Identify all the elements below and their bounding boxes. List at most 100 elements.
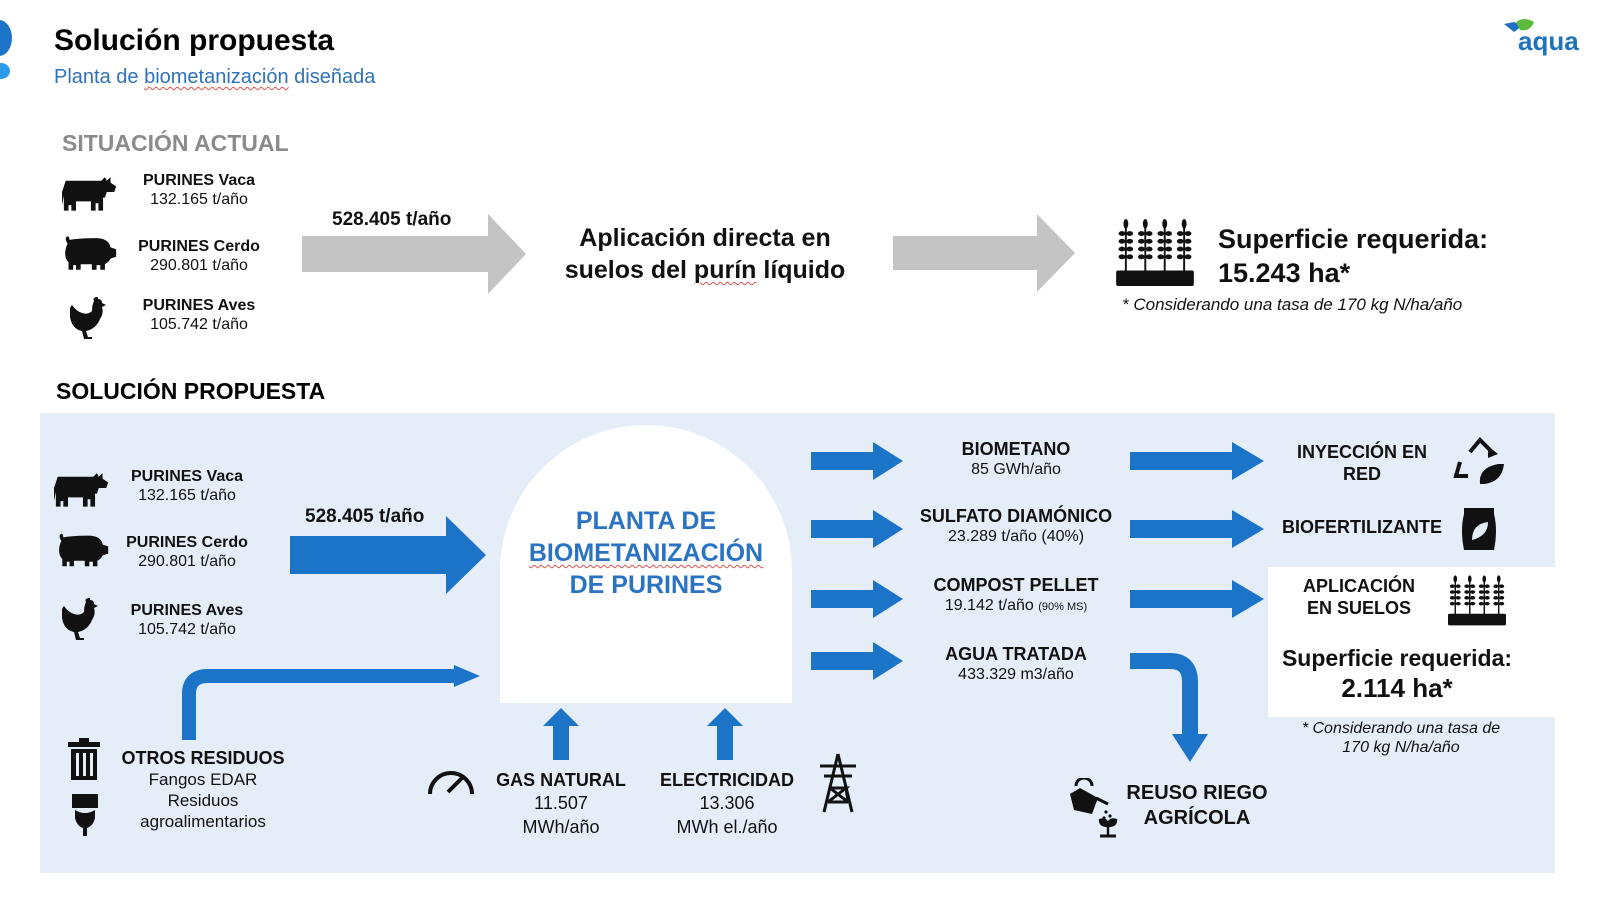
destination-text: APLICACIÓN [1303,576,1415,596]
process-text-part: suelos del [564,256,694,284]
subtitle-text: Planta de [54,66,145,88]
product-compost: COMPOST PELLET 19.142 t/año (90% MS) [900,575,1132,617]
product-note: (90% MS) [1038,601,1088,613]
destination-irrigation: REUSO RIEGO AGRÍCOLA [1112,781,1282,831]
toilet-icon [70,792,100,843]
gas-value: 11.507 [534,793,588,813]
logo-text: aqua [1518,26,1579,56]
total-flow-label: 528.405 t/año [332,209,452,230]
plant-title-line: DE PURINES [569,571,723,599]
brand-dot-small [0,63,10,79]
product-title: BIOMETANO [961,439,1071,459]
blue-arrow-main [290,516,486,599]
input-value: 105.742 t/año [138,621,236,638]
gauge-icon [426,764,476,803]
destination-soil: APLICACIÓN EN SUELOS [1280,575,1438,619]
plant-title-line: PLANTA DE [575,507,717,535]
blue-arrow-sulfate [811,510,903,553]
input-label: PURINES Cerdo [126,534,248,551]
blue-arrow-compost [811,580,903,623]
product-value: 19.142 t/año (90% MS) [944,597,1088,614]
current-result: Superficie requerida: 15.243 ha* [1218,222,1488,290]
trash-bin-icon [66,738,102,785]
plant-title: PLANTA DE BIOMETANIZACIÓN DE PURINES [500,505,792,601]
logo-icon [1502,18,1538,43]
power-tower-icon [816,752,860,819]
soil-application-box [1268,567,1555,717]
input-chicken: PURINES Aves 105.742 t/año [112,601,262,639]
input-label: PURINES Aves [130,602,244,619]
cow-icon [54,468,110,508]
input-label: PURINES Aves [142,297,256,314]
blue-arrow-water [811,642,903,685]
gas-input: GAS NATURAL 11.507 MWh/año [482,770,640,838]
footnote-line: * Considerando una tasa de [1301,720,1501,737]
product-title: COMPOST PELLET [933,575,1099,595]
input-label: PURINES Cerdo [138,238,260,255]
input-pig: PURINES Cerdo 290.801 t/año [124,237,274,275]
brand-dot-large [0,20,12,56]
result-label: Superficie requerida: [1218,224,1489,254]
other-waste-item: agroalimentarios [140,812,266,831]
total-flow-label: 528.405 t/año [305,506,425,527]
blue-arrow-gas [543,708,579,765]
pig-icon [56,532,110,568]
chicken-icon [62,598,102,642]
process-text: suelos del purín líquido [540,254,870,286]
result-value: 15.243 ha* [1218,258,1351,288]
blue-arrow-electricity [707,708,743,765]
product-value: 433.329 m3/año [958,666,1074,683]
gray-arrow [302,214,526,299]
section-heading-current: SITUACIÓN ACTUAL [62,130,289,156]
gas-unit: MWh/año [522,817,600,837]
product-value: 23.289 t/año (40%) [947,528,1085,545]
input-value: 132.165 t/año [138,487,236,504]
destination-text: AGRÍCOLA [1143,807,1251,829]
input-value: 132.165 t/año [150,191,248,208]
electricity-input: ELECTRICIDAD 13.306 MWh el./año [646,770,808,838]
chicken-icon [70,297,110,341]
wheat-field-icon [1448,574,1506,626]
blue-arrow-biomethane [811,442,903,485]
result-value: 2.114 ha* [1341,673,1453,703]
proposed-result: Superficie requerida: 2.114 ha* [1268,643,1526,703]
product-sulfate: SULFATO DIAMÓNICO 23.289 t/año (40%) [900,506,1132,546]
recycle-leaf-icon [1452,436,1508,493]
process-text-part: líquido [756,256,846,284]
input-value: 290.801 t/año [138,553,236,570]
blue-arrow-irrigation [1130,652,1210,769]
process-text-flagged: purín [693,256,757,284]
page-title: Solución propuesta [54,24,335,57]
footnote-line: 170 kg N/ha/año [1342,739,1460,756]
blue-arrow-soil [1130,580,1264,623]
destination-text: RED [1342,464,1381,484]
blue-arrow-biofert [1130,510,1264,553]
section-heading-proposed: SOLUCIÓN PROPUESTA [56,378,326,404]
other-waste: OTROS RESIDUOS Fangos EDAR Residuos agro… [114,748,292,832]
blue-arrow-grid [1130,442,1264,485]
gray-arrow [893,214,1075,297]
gas-title: GAS NATURAL [496,770,626,790]
pig-icon [62,234,118,272]
destination-text: INYECCIÓN EN [1296,442,1428,462]
input-cow: PURINES Vaca 132.165 t/año [112,467,262,505]
current-process: Aplicación directa en suelos del purín l… [540,222,870,286]
plant-title-line: BIOMETANIZACIÓN [528,539,764,567]
other-waste-item: Fangos EDAR [148,770,258,789]
watering-can-icon [1066,776,1122,843]
page-subtitle: Planta de biometanización diseñada [54,66,375,89]
cow-icon [62,172,118,212]
subtitle-text: diseñada [288,66,376,88]
input-pig: PURINES Cerdo 290.801 t/año [112,533,262,571]
plant-dome [500,425,792,703]
product-biomethane: BIOMETANO 85 GWh/año [900,439,1132,479]
other-waste-item: Residuos [167,791,239,810]
fertilizer-bag-icon [1460,504,1498,559]
process-text: Aplicación directa en [579,224,831,252]
product-water: AGUA TRATADA 433.329 m3/año [900,644,1132,684]
input-chicken: PURINES Aves 105.742 t/año [124,296,274,334]
destination-biofert: BIOFERTILIZANTE [1282,517,1442,537]
proposed-footnote: * Considerando una tasa de 170 kg N/ha/a… [1276,719,1526,757]
other-waste-title: OTROS RESIDUOS [121,748,285,768]
blue-arrow-other-waste [178,664,480,747]
